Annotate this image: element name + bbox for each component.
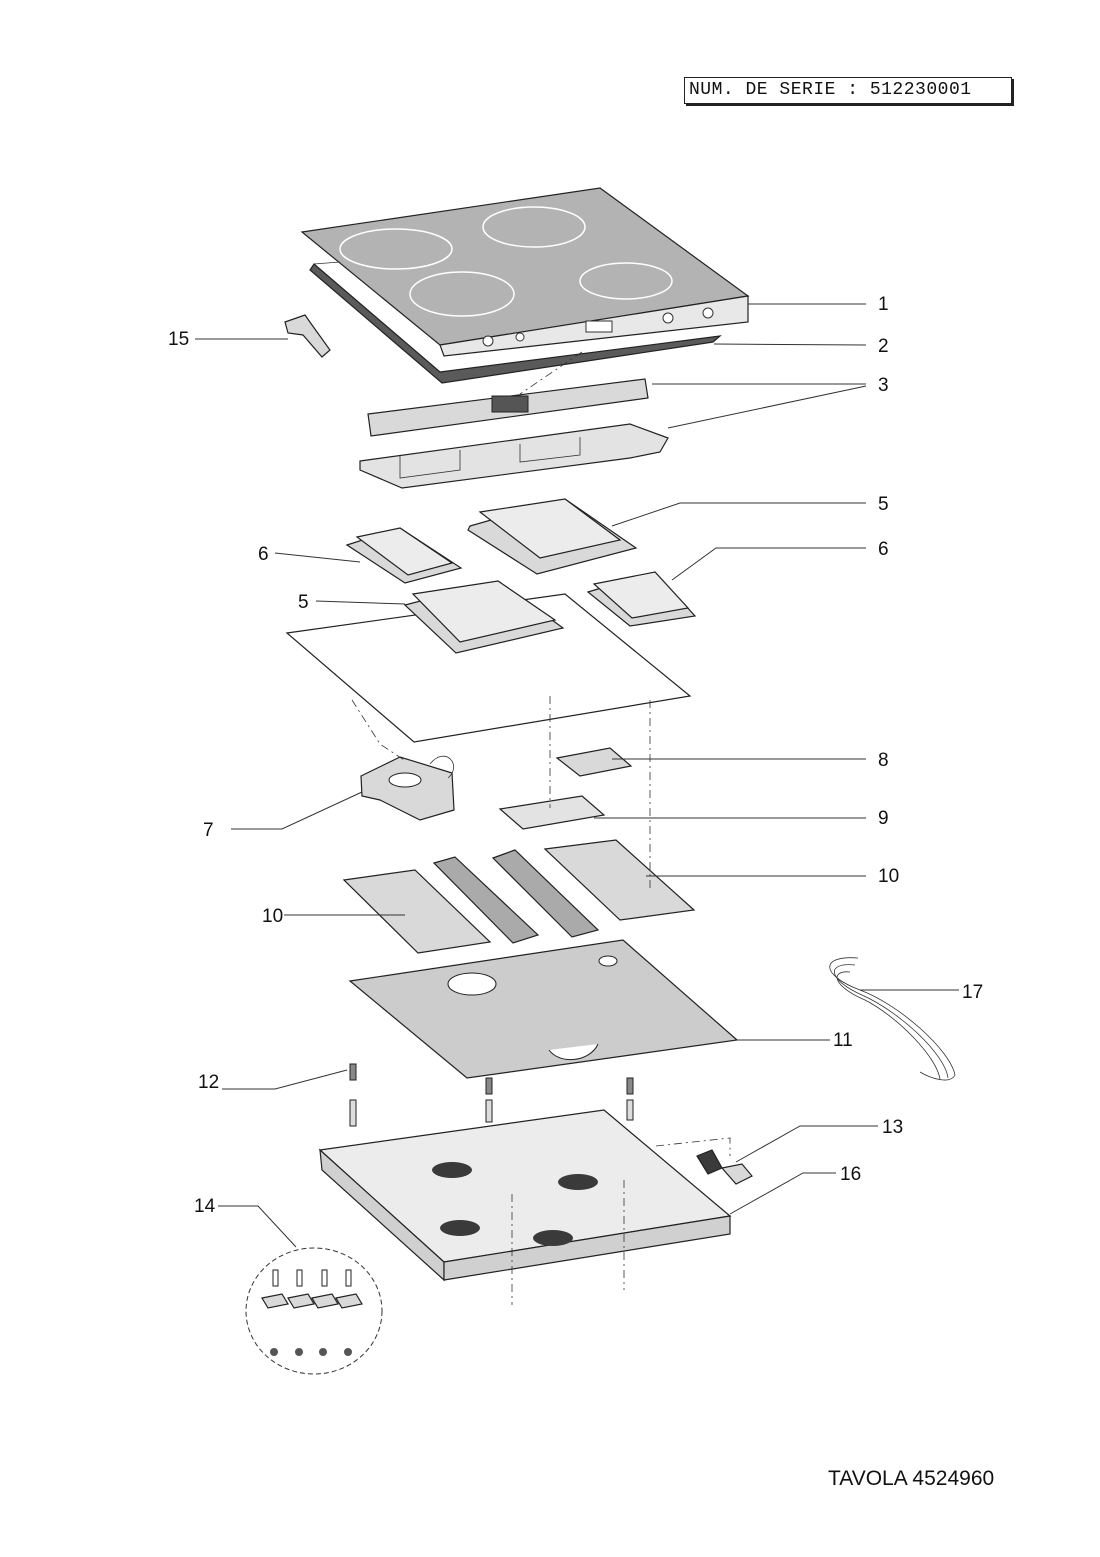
part-17-wire-harness	[829, 957, 956, 1081]
part-6-induction-coil-small-left	[345, 527, 463, 584]
part-2-gasket-frame	[309, 261, 722, 384]
heatsink-right	[491, 849, 600, 938]
callout-16: 16	[840, 1164, 861, 1185]
coil-support-plate	[285, 580, 692, 743]
callout-17: 17	[962, 982, 983, 1003]
callout-2: 2	[878, 336, 889, 357]
part-14-mounting-kit	[245, 1247, 383, 1375]
callout-5-rear: 5	[878, 494, 889, 515]
part-3-control-housing	[359, 423, 669, 489]
leader-lines	[195, 303, 959, 1305]
callout-15: 15	[168, 329, 189, 350]
part-15-scraper	[284, 314, 331, 358]
part-5-induction-coil-large-rear	[467, 498, 638, 575]
part-1-glass-cooktop	[300, 187, 750, 357]
part-11-insulation-sheet	[348, 939, 739, 1079]
part-6-induction-coil-small-right	[586, 571, 697, 627]
part-10-power-board-right	[543, 839, 696, 921]
part-13-terminal-block	[696, 1149, 753, 1185]
table-number-label: TAVOLA 4524960	[828, 1467, 995, 1490]
callout-13: 13	[882, 1117, 903, 1138]
part-9-filter-board	[498, 795, 606, 830]
callout-14: 14	[194, 1196, 216, 1217]
callout-labels: 1 2 3 5 5 6 6 7 8 9 10 10 11 12 13 14 15…	[168, 294, 983, 1217]
callout-12: 12	[198, 1072, 219, 1093]
callout-3: 3	[878, 375, 889, 396]
callout-6-left: 6	[258, 544, 269, 565]
callout-1: 1	[878, 294, 889, 315]
callout-10-right: 10	[878, 866, 899, 887]
callout-6-right: 6	[878, 539, 889, 560]
serial-number-box: NUM. DE SERIE : 512230001	[684, 77, 1012, 104]
callout-11: 11	[833, 1030, 853, 1051]
callout-10-left: 10	[262, 906, 283, 927]
part-7-cooling-fan	[360, 755, 455, 821]
part-3-control-board	[367, 351, 649, 437]
callout-8: 8	[878, 750, 889, 771]
part-10-power-board-left	[342, 869, 492, 954]
heatsink-left	[432, 856, 540, 944]
callout-9: 9	[878, 808, 889, 829]
callout-5-front: 5	[298, 592, 309, 613]
part-16-bottom-casing	[318, 1109, 732, 1282]
part-8-sensor-board	[555, 747, 633, 777]
callout-7: 7	[203, 820, 214, 841]
